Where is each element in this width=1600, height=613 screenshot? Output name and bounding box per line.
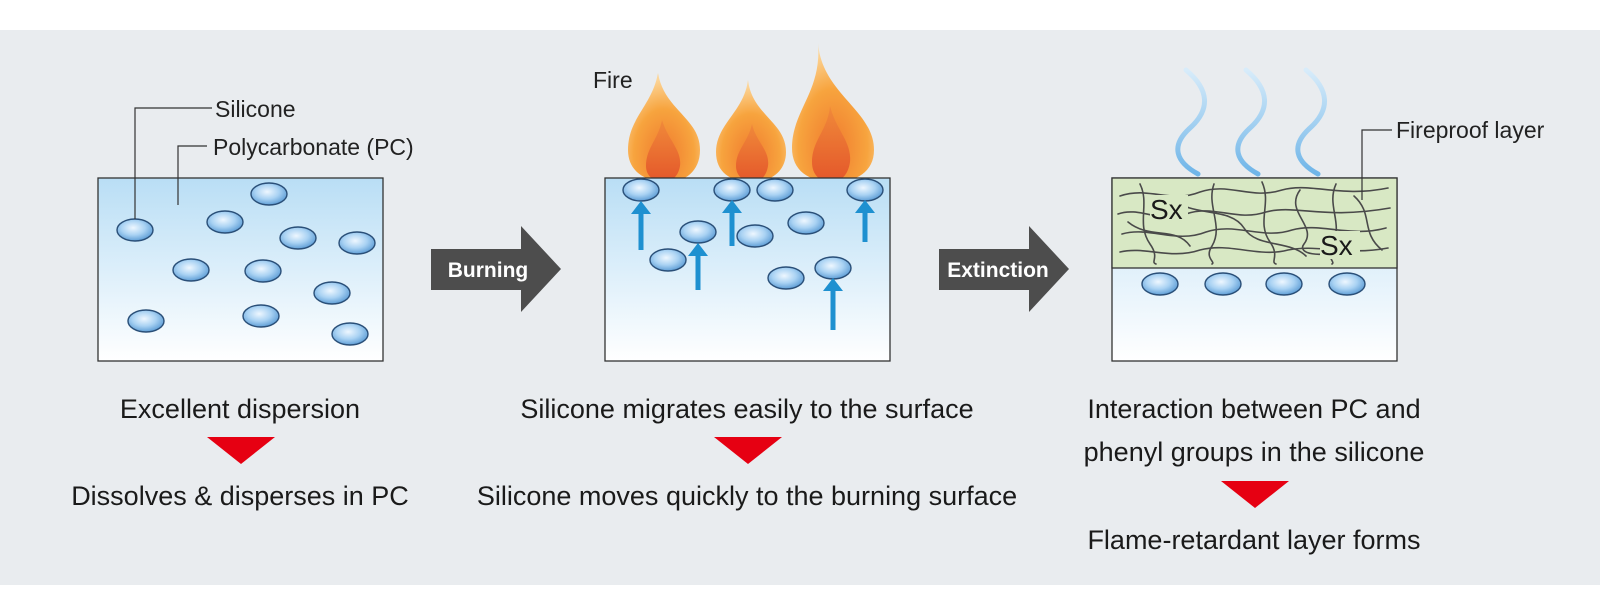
caption-excellent-dispersion: Excellent dispersion [120,394,360,424]
silicone-particles [1141,272,1366,296]
silicone-particle [242,304,280,328]
caption-interaction-line2: phenyl groups in the silicone [1084,437,1425,467]
fireproof-layer-label: Fireproof layer [1396,117,1545,143]
smoke-wave-icon [1295,67,1327,177]
silicone-particle [713,178,751,202]
silicone-particle [338,231,376,255]
silicone-particle [649,248,687,272]
silicone-particle [767,266,805,290]
caption-interaction-line1: Interaction between PC and [1087,394,1420,424]
silicone-particles [116,182,376,346]
flame-icon [716,80,786,182]
smoke [1175,67,1327,177]
caption-migrates-easily: Silicone migrates easily to the surface [520,394,973,424]
caption-moves-quickly: Silicone moves quickly to the burning su… [477,481,1017,511]
silicone-particle [1265,272,1303,296]
fire-label: Fire [593,67,633,93]
sx-label-backdrop [1150,195,1188,223]
extinction-label: Extinction [947,259,1049,282]
flames [628,43,874,182]
caption-dissolves-disperses: Dissolves & disperses in PC [71,481,409,511]
silicone-particle [1141,272,1179,296]
smoke-wave-icon [1175,67,1207,177]
silicone-leader-line [134,107,212,219]
pc-label: Polycarbonate (PC) [213,134,414,160]
smoke-wave-icon [1235,67,1267,177]
silicone-particle [206,210,244,234]
up-arrow-icon [722,200,742,246]
panel-fireproof: Sx Sx Fireproof layer Interaction betwee… [1084,67,1545,555]
silicone-particle [250,182,288,206]
silicone-particle [172,258,210,282]
silicone-particle [736,224,774,248]
sx-label-backdrop [1320,231,1360,259]
silicone-particle [331,322,369,346]
silicone-particle [127,309,165,333]
up-arrow-icon [688,243,708,290]
up-arrow-icon [855,200,875,242]
process-arrow-shape [939,226,1069,312]
fireproof-leader-line [1361,129,1392,200]
silicone-particle [279,226,317,250]
flame-icon [628,73,700,182]
up-arrow-icon [631,201,651,250]
down-triangle [714,437,782,464]
silicone-particles [622,178,884,290]
burning-arrow: Burning [431,226,561,312]
silicone-particle [1328,272,1366,296]
burning-label: Burning [448,259,528,282]
sx-label: Sx [1150,194,1183,225]
sx-label: Sx [1320,230,1353,261]
silicone-particle [814,256,852,280]
caption-flame-retardant-forms: Flame-retardant layer forms [1087,525,1420,555]
silicone-particle [846,178,884,202]
silicone-particle [244,259,282,283]
extinction-arrow: Extinction [939,226,1069,312]
panel-migration: Fire [477,43,1017,511]
pc-leader-line [177,145,207,205]
panel-dispersion: Silicone Polycarbonate (PC) Excellent di… [71,96,414,511]
silicone-particle [756,178,794,202]
down-triangle [207,437,275,464]
process-arrow-shape [431,226,561,312]
crosslinked-network [1117,181,1391,265]
silicone-particle [313,281,351,305]
silicone-label: Silicone [215,96,296,122]
up-arrow-icon [823,278,843,330]
flame-icon [792,43,874,182]
silicone-particle [787,211,825,235]
down-triangle [1221,481,1289,508]
migration-arrows [631,200,875,330]
silicone-particle [116,218,154,242]
silicone-particle [679,220,717,244]
silicone-particle [1204,272,1242,296]
silicone-particle [622,178,660,202]
